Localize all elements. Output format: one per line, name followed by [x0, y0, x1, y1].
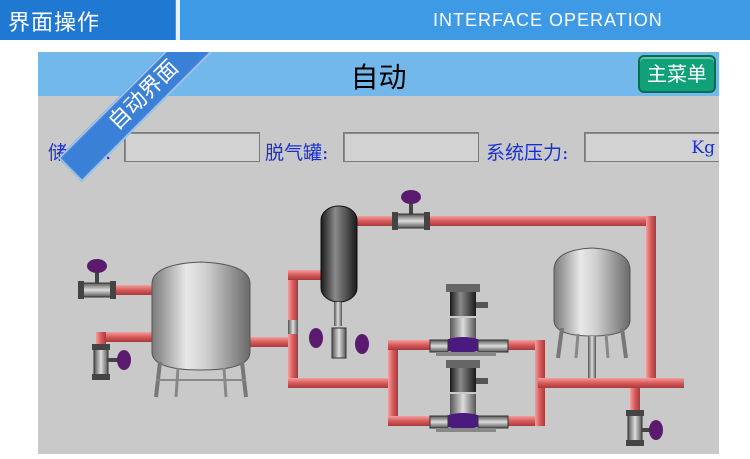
system-pressure-field[interactable]: Kg	[584, 132, 719, 162]
drain-valve-icon	[626, 410, 663, 446]
main-menu-button[interactable]: 主菜单	[638, 55, 716, 93]
inlet-valve-icon	[78, 259, 116, 299]
pump-1-icon	[429, 284, 509, 356]
outlet-valve-icon	[92, 344, 131, 380]
system-pressure-label: 系统压力:	[486, 142, 569, 164]
deaerator-tank-label: 脱气罐:	[265, 142, 329, 164]
screen-title: 自动	[350, 61, 407, 94]
banner-title-cn: 界面操作	[8, 11, 101, 36]
pressure-tank-icon	[553, 247, 631, 378]
pipe-network	[96, 216, 684, 426]
hmi-panel: 自动 主菜单 储水罐: 脱气罐: 系统压力: Kg	[38, 52, 719, 454]
top-banner: 界面操作 INTERFACE OPERATION	[0, 0, 750, 40]
banner-left-block	[0, 0, 175, 40]
storage-tank-icon	[151, 261, 251, 398]
pump-2-icon	[429, 360, 509, 432]
banner-divider	[176, 0, 180, 40]
pressure-unit: Kg	[691, 138, 715, 158]
deaerator-tank-field[interactable]	[343, 132, 479, 162]
process-diagram	[78, 190, 684, 446]
banner-title-en: INTERFACE OPERATION	[433, 10, 663, 30]
storage-tank-field[interactable]	[124, 132, 260, 162]
top-line-valve-icon	[392, 190, 430, 230]
deaerator-tank-icon	[309, 205, 369, 359]
